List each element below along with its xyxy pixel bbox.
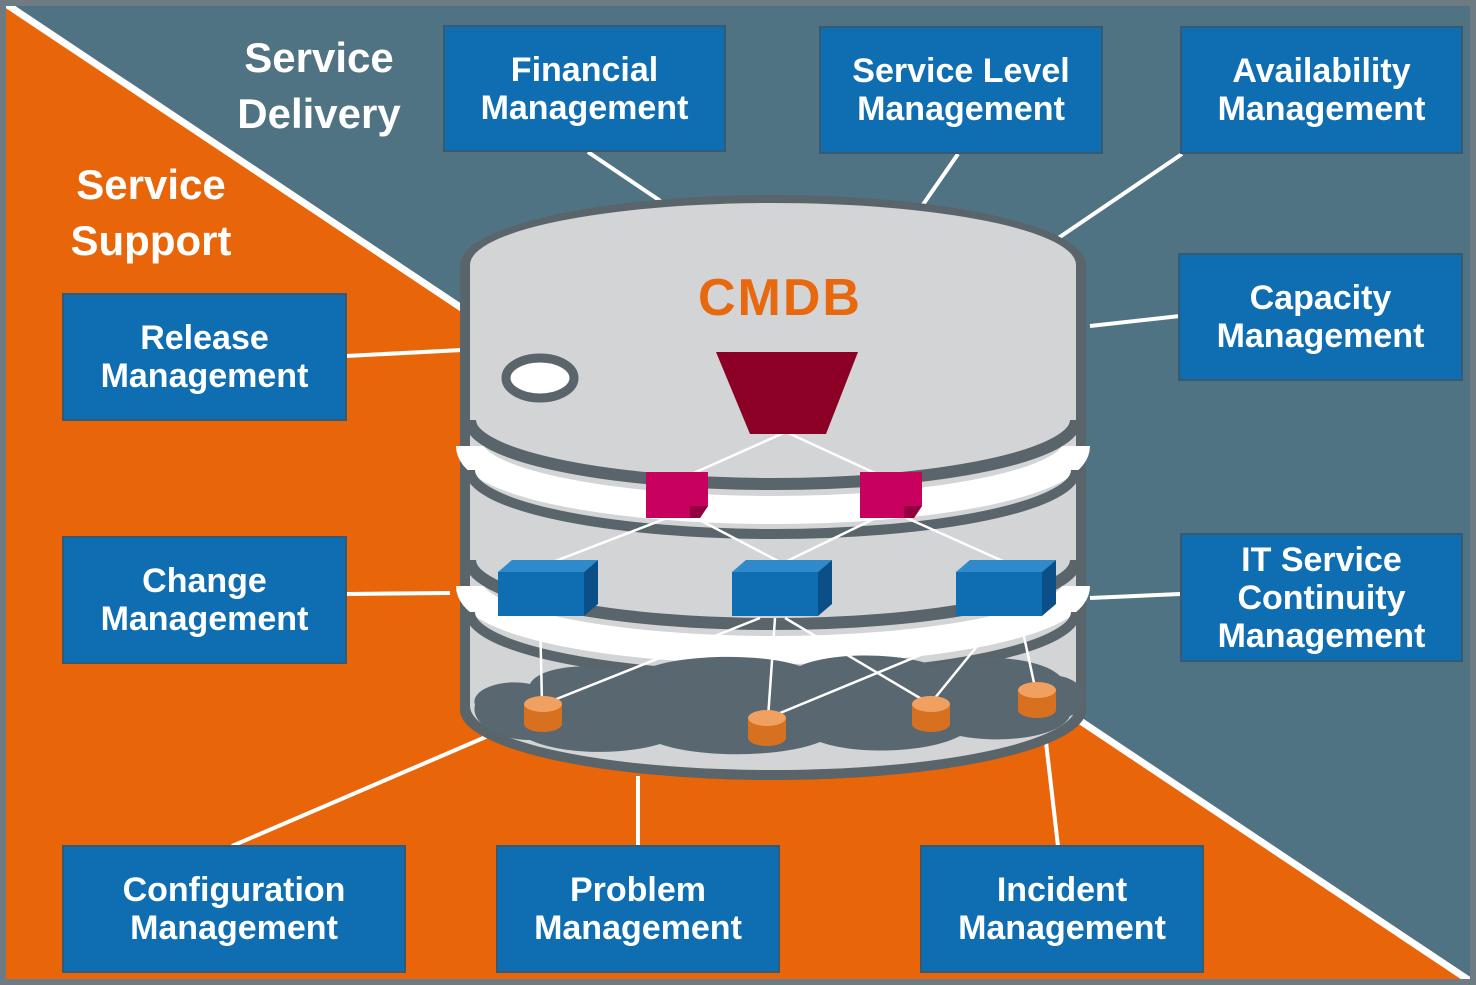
problem-management-box[interactable]: Problem Management — [496, 845, 780, 973]
connector-continuity — [1089, 592, 1181, 600]
connector-incident — [1044, 741, 1060, 847]
change-management-box[interactable]: Change Management — [62, 536, 347, 664]
service-support-label: Service Support — [70, 161, 232, 264]
indicator-light-icon — [501, 353, 579, 403]
financial-management-box[interactable]: Financial Management — [443, 25, 726, 152]
connector-availability — [1046, 152, 1184, 247]
connector-configuration — [231, 734, 489, 848]
connector-release — [345, 348, 463, 358]
top-node-icon — [716, 352, 858, 434]
cmdb-database-icon — [456, 195, 1090, 780]
leaf-node-4-icon — [1018, 682, 1056, 718]
cmdb-title: CMDB — [698, 269, 862, 327]
connector-service-level — [920, 152, 960, 208]
release-management-box[interactable]: Release Management — [62, 293, 347, 421]
mid-node-right-icon — [860, 472, 922, 518]
connector-capacity — [1089, 314, 1181, 328]
configuration-management-box[interactable]: Configuration Management — [62, 845, 406, 973]
connector-lines — [231, 150, 1184, 848]
service-delivery-label: Service Delivery — [237, 34, 401, 137]
leaf-node-3-icon — [912, 696, 950, 732]
connector-financial — [586, 150, 664, 204]
lower-node-right-icon — [956, 560, 1056, 616]
leaf-node-2-icon — [748, 710, 786, 746]
it-service-continuity-management-box[interactable]: IT Service Continuity Management — [1180, 533, 1463, 662]
leaf-node-1-icon — [524, 696, 562, 732]
service-level-management-box[interactable]: Service Level Management — [819, 26, 1103, 154]
mid-node-left-icon — [646, 472, 708, 518]
incident-management-box[interactable]: Incident Management — [920, 845, 1204, 973]
connector-change — [345, 591, 451, 596]
lower-node-left-icon — [498, 560, 598, 616]
availability-management-box[interactable]: Availability Management — [1180, 26, 1463, 154]
capacity-management-box[interactable]: Capacity Management — [1178, 253, 1463, 381]
lower-node-center-icon — [732, 560, 832, 616]
